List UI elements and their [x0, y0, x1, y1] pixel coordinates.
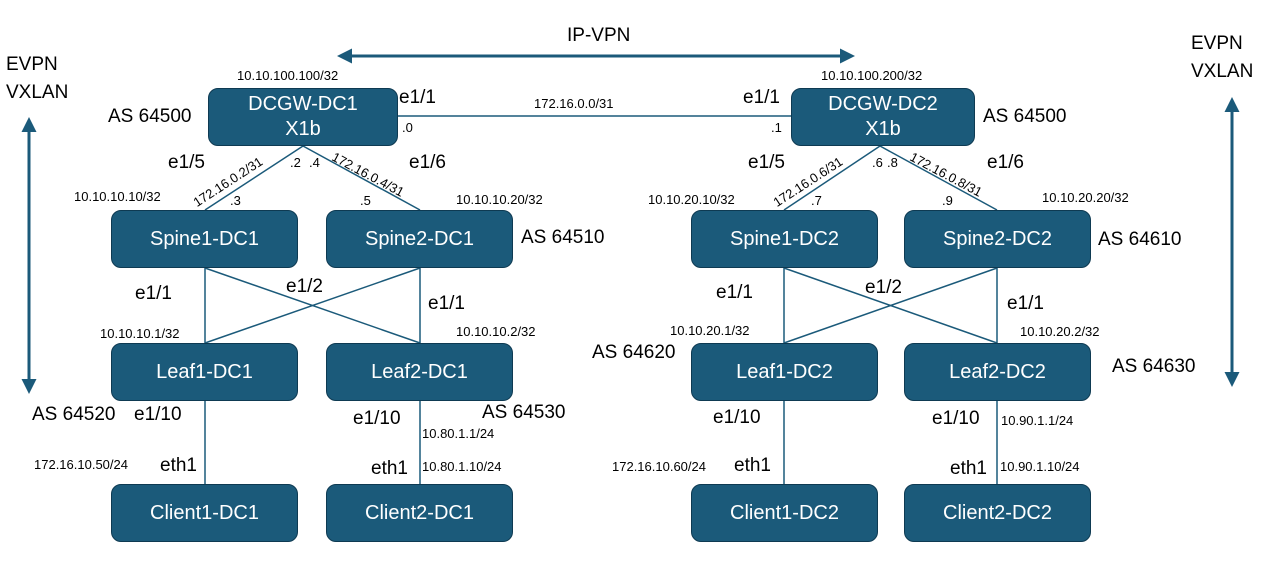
node-spine1-dc1[interactable]: Spine1-DC1	[111, 210, 298, 268]
node-leaf2-dc1[interactable]: Leaf2-DC1	[326, 343, 513, 401]
node-dcgw-dc1-name: DCGW-DC1	[248, 93, 358, 115]
node-leaf2-dc2[interactable]: Leaf2-DC2	[904, 343, 1091, 401]
label-leaf1-dc2-if-client: e1/10	[713, 407, 761, 428]
label-leaf2-dc1-if-client: e1/10	[353, 408, 401, 429]
label-client1-dc1-if: eth1	[160, 455, 197, 476]
label-spine1-dc2-loopback: 10.10.20.10/32	[648, 192, 735, 207]
label-client1-dc2-ip: 172.16.10.60/24	[612, 459, 706, 474]
node-spine2-dc2-name: Spine2-DC2	[943, 227, 1052, 250]
label-dcgw-dc2-dci-if: e1/1	[743, 87, 780, 108]
link-dcgw-dc2-spine2-dc2	[879, 145, 998, 211]
label-evpn-dc2: EVPN	[1191, 33, 1243, 54]
label-leaf1-dc1-as: AS 64520	[32, 404, 116, 425]
node-leaf1-dc1-name: Leaf1-DC1	[156, 360, 253, 383]
label-dcgw-dc2-ip-spine2: .8	[887, 155, 898, 170]
label-leaf1-dc1-if-up: e1/1	[135, 283, 172, 304]
label-dcgw-dc1-as: AS 64500	[108, 106, 192, 127]
label-dcgw-dc2-loopback: 10.10.100.200/32	[821, 68, 923, 83]
node-spine2-dc2[interactable]: Spine2-DC2	[904, 210, 1091, 268]
node-dcgw-dc1-model: X1b	[285, 118, 321, 140]
label-dcgw-dc1-dci-if: e1/1	[399, 87, 436, 108]
node-spine2-dc1[interactable]: Spine2-DC1	[326, 210, 513, 268]
node-client2-dc1-name: Client2-DC1	[365, 501, 474, 524]
label-client2-dc1-if: eth1	[371, 458, 408, 479]
node-leaf1-dc1[interactable]: Leaf1-DC1	[111, 343, 298, 401]
label-dcgw-dc1-if-spine1: e1/5	[168, 152, 205, 173]
label-dcgw-dc2-dci-ip: .1	[771, 120, 782, 135]
node-dcgw-dc1[interactable]: DCGW-DC1 X1b	[208, 88, 398, 146]
label-leaf2-dc1-if-up: e1/1	[428, 293, 465, 314]
label-dcgw-dc2-if-spine2: e1/6	[987, 152, 1024, 173]
node-client2-dc2-name: Client2-DC2	[943, 501, 1052, 524]
node-client1-dc2-name: Client1-DC2	[730, 501, 839, 524]
label-dc2-spine2-gw-ip: .9	[942, 193, 953, 208]
label-client2-dc2-ip: 10.90.1.10/24	[1000, 459, 1080, 474]
label-dcgw-dc1-if-spine2: e1/6	[409, 152, 446, 173]
node-leaf1-dc2[interactable]: Leaf1-DC2	[691, 343, 878, 401]
label-client1-dc2-if: eth1	[734, 455, 771, 476]
label-leaf2-dc1-client-gw: 10.80.1.1/24	[422, 426, 495, 441]
node-client1-dc2[interactable]: Client1-DC2	[691, 484, 878, 542]
label-leaf1-dc2-as: AS 64620	[592, 342, 676, 363]
link-dcgw-dc1-spine1-dc1	[204, 145, 304, 211]
label-leaf2-dc2-if-client: e1/10	[932, 408, 980, 429]
label-spine2-dc1-as: AS 64510	[521, 227, 605, 248]
node-leaf2-dc1-name: Leaf2-DC1	[371, 360, 468, 383]
label-leaf1-dc1-if-cross: e1/2	[286, 276, 323, 297]
node-leaf1-dc2-name: Leaf1-DC2	[736, 360, 833, 383]
node-client1-dc1-name: Client1-DC1	[150, 501, 259, 524]
label-dcgw-dc1-loopback: 10.10.100.100/32	[237, 68, 339, 83]
label-dcgw-dc1-dci-ip: .0	[402, 120, 413, 135]
label-leaf2-dc2-loopback: 10.10.20.2/32	[1020, 324, 1100, 339]
label-spine2-dc2-loopback: 10.10.20.20/32	[1042, 190, 1129, 205]
label-evpn-dc1: EVPN	[6, 54, 58, 75]
link-dcgw-dc2-spine1-dc2	[783, 145, 881, 211]
label-ip-vpn: IP-VPN	[567, 25, 631, 46]
node-spine1-dc2-name: Spine1-DC2	[730, 227, 839, 250]
label-client2-dc2-if: eth1	[950, 458, 987, 479]
node-leaf2-dc2-name: Leaf2-DC2	[949, 360, 1046, 383]
node-dcgw-dc2-name: DCGW-DC2	[828, 93, 938, 115]
label-leaf1-dc2-if-cross: e1/2	[865, 277, 902, 298]
label-spine2-dc2-as: AS 64610	[1098, 229, 1182, 250]
label-vxlan-dc2: VXLAN	[1191, 61, 1254, 82]
link-dcgw-dc1-spine2-dc1	[302, 145, 421, 211]
link-spine2-dc1-leaf1-dc1	[204, 267, 421, 344]
label-leaf2-dc1-loopback: 10.10.10.2/32	[456, 324, 536, 339]
label-leaf2-dc2-if-up: e1/1	[1007, 293, 1044, 314]
label-client1-dc1-ip: 172.16.10.50/24	[34, 457, 128, 472]
label-dc2-spine1-gw-ip: .7	[811, 193, 822, 208]
label-leaf2-dc1-as: AS 64530	[482, 402, 566, 423]
label-leaf2-dc2-as: AS 64630	[1112, 356, 1196, 377]
label-dc1-spine2-gw-ip: .5	[360, 193, 371, 208]
label-spine2-dc1-loopback: 10.10.10.20/32	[456, 192, 543, 207]
label-leaf1-dc1-if-client: e1/10	[134, 404, 182, 425]
node-spine2-dc1-name: Spine2-DC1	[365, 227, 474, 250]
label-dc1-spine1-gw-ip: .3	[230, 193, 241, 208]
label-leaf1-dc1-loopback: 10.10.10.1/32	[100, 326, 180, 341]
label-dcgw-dc1-ip-spine1: .2	[290, 155, 301, 170]
label-dcgw-dc2-ip-spine1: .6	[872, 155, 883, 170]
label-dcgw-dc2-if-spine1: e1/5	[748, 152, 785, 173]
label-client2-dc1-ip: 10.80.1.10/24	[422, 459, 502, 474]
label-dci-subnet: 172.16.0.0/31	[534, 96, 614, 111]
node-client1-dc1[interactable]: Client1-DC1	[111, 484, 298, 542]
label-spine1-dc1-loopback: 10.10.10.10/32	[74, 189, 161, 204]
node-client2-dc2[interactable]: Client2-DC2	[904, 484, 1091, 542]
label-leaf1-dc2-loopback: 10.10.20.1/32	[670, 323, 750, 338]
label-leaf2-dc2-client-gw: 10.90.1.1/24	[1001, 413, 1074, 428]
label-vxlan-dc1: VXLAN	[6, 82, 69, 103]
label-dcgw-dc2-as: AS 64500	[983, 106, 1067, 127]
node-client2-dc1[interactable]: Client2-DC1	[326, 484, 513, 542]
node-spine1-dc2[interactable]: Spine1-DC2	[691, 210, 878, 268]
label-dcgw-dc1-ip-spine2: .4	[309, 155, 320, 170]
node-dcgw-dc2[interactable]: DCGW-DC2 X1b	[791, 88, 975, 146]
label-leaf1-dc2-if-up: e1/1	[716, 282, 753, 303]
link-spine2-dc2-leaf1-dc2	[783, 267, 998, 344]
node-dcgw-dc2-model: X1b	[865, 118, 901, 140]
node-spine1-dc1-name: Spine1-DC1	[150, 227, 259, 250]
